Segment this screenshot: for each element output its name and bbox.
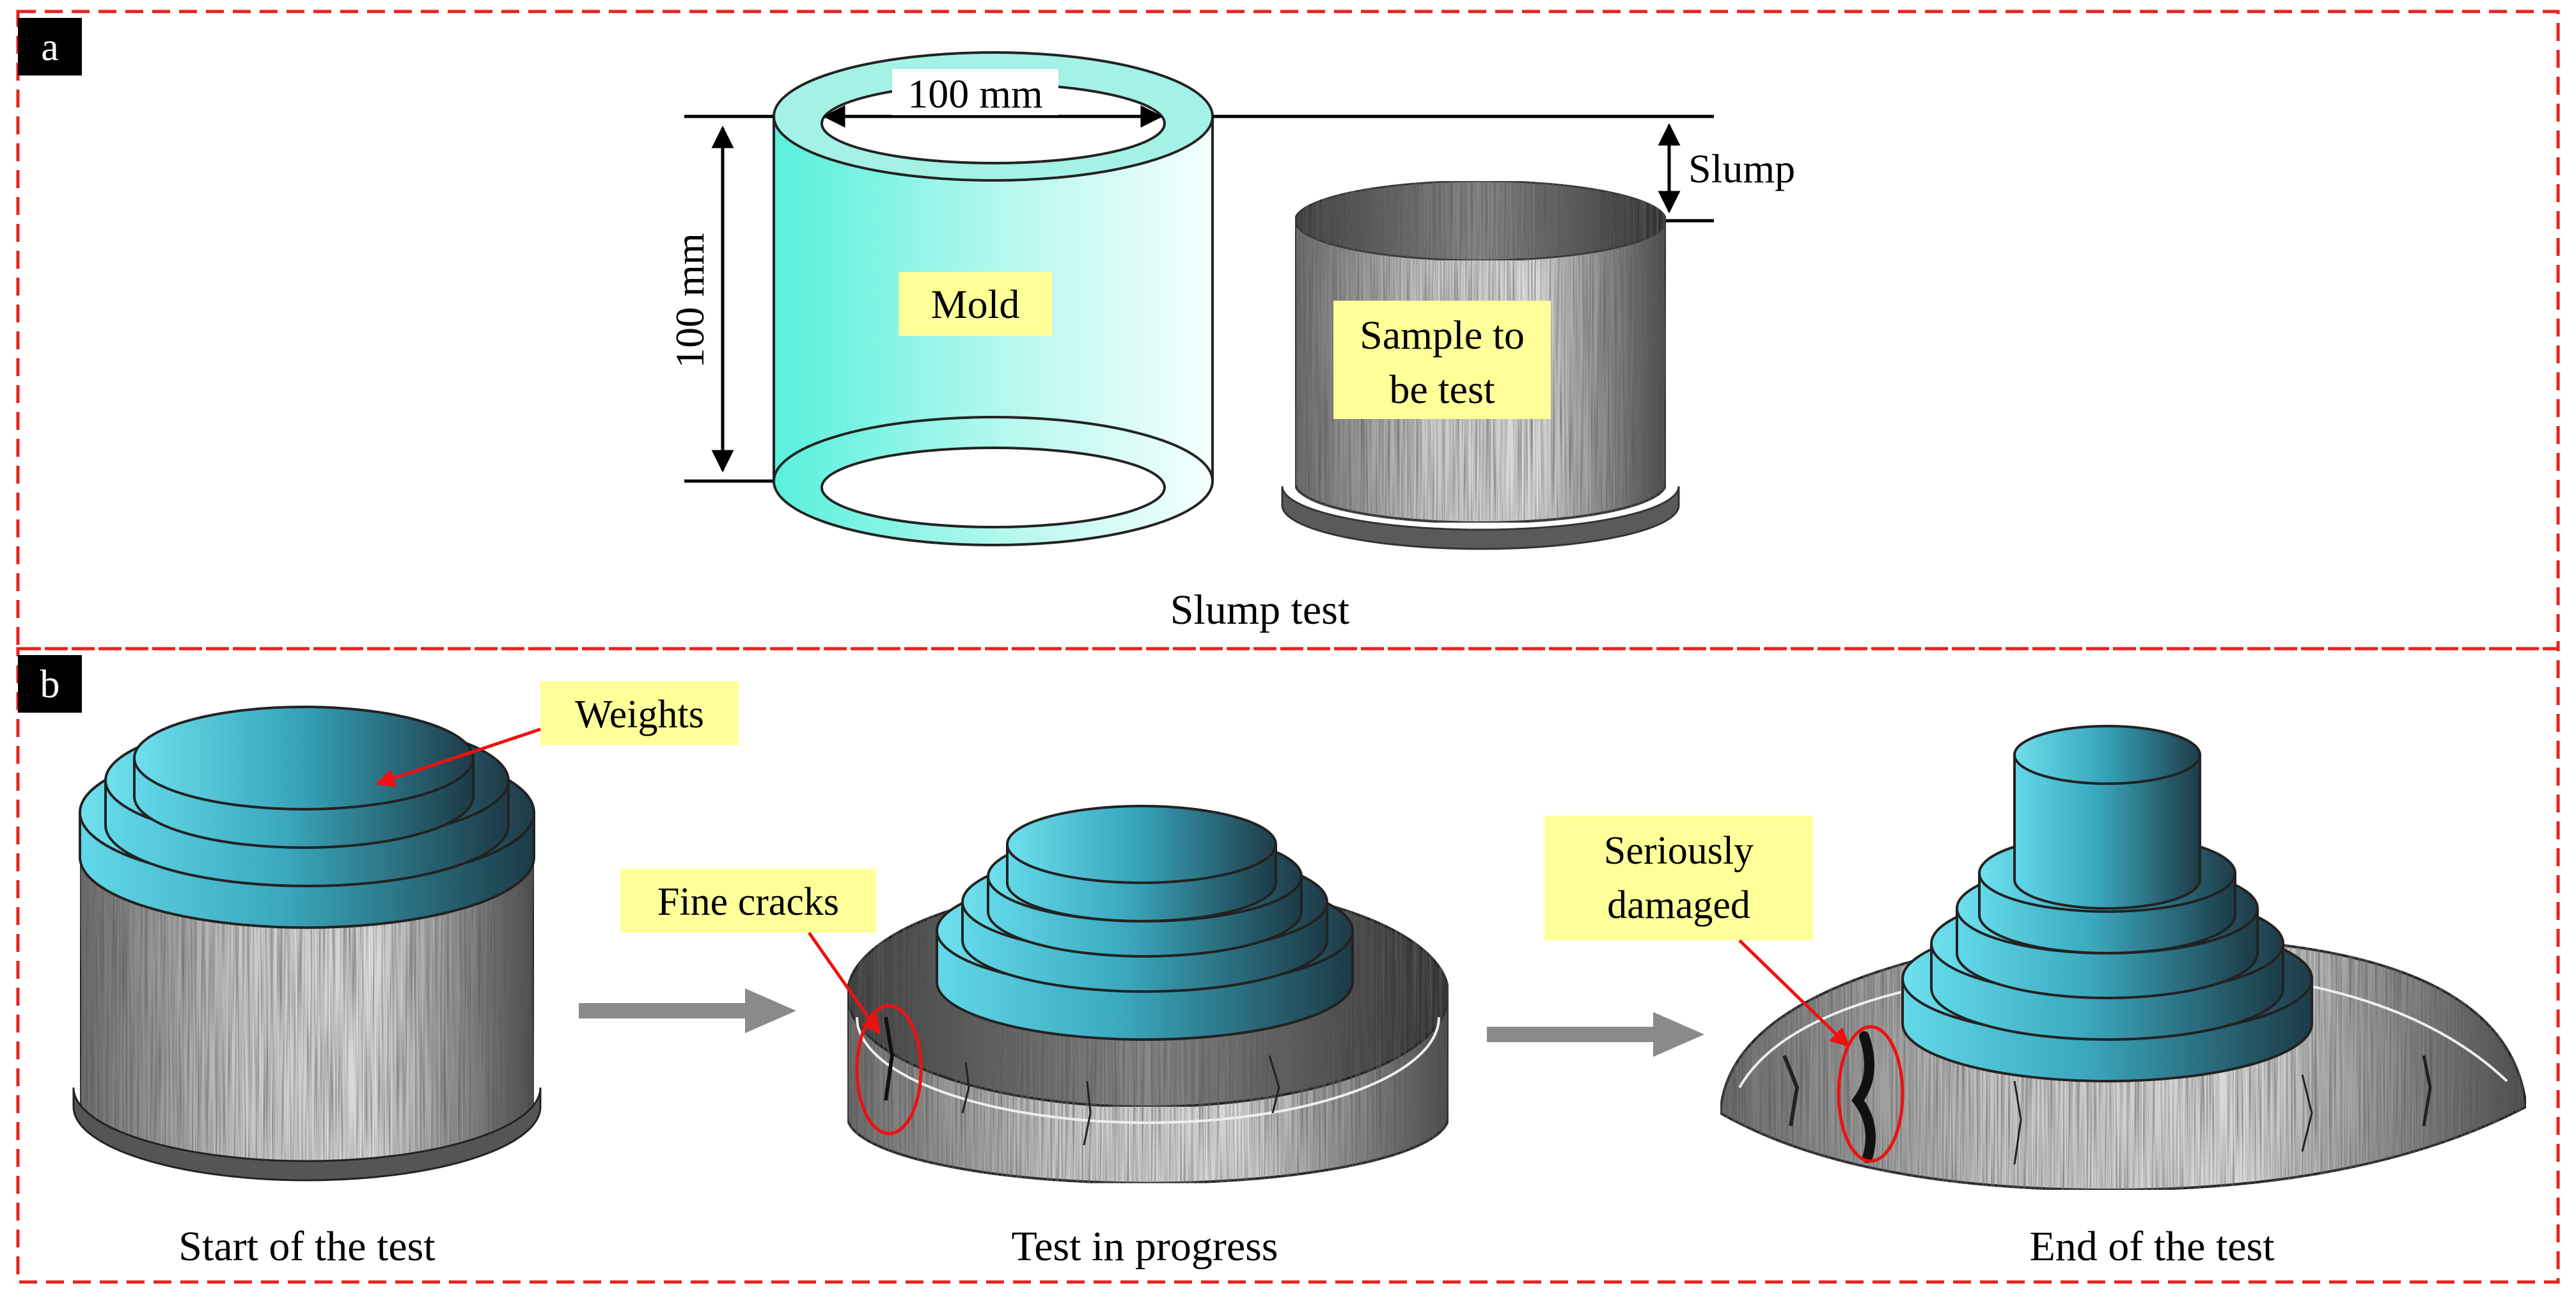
slump-label: Slump [1688, 146, 1795, 191]
weights-label-bg [540, 681, 739, 745]
caption-end: End of the test [2029, 1223, 2274, 1270]
panel-a-badge-box [18, 18, 82, 75]
damaged-pointer [1738, 939, 1850, 1048]
panel-a: a 100 mm 100 mm Mold Slump [16, 10, 2560, 651]
specimen-progress [846, 805, 1450, 1185]
diameter-label-bg [892, 69, 1058, 115]
damaged-highlight [1837, 1025, 1905, 1163]
panel-a-badge: a [41, 26, 59, 69]
damaged-label-line1: Seriously [1604, 829, 1754, 873]
panel-a-frame [16, 10, 2560, 651]
panel-b: b Weights [16, 647, 2560, 1284]
weights-label: Weights [575, 693, 704, 736]
sample-label-line2: be test [1389, 367, 1495, 412]
panel-b-frame [16, 647, 2560, 1284]
specimen-start [72, 706, 542, 1182]
panel-a-caption: Slump test [1170, 587, 1350, 633]
progress-arrow-1 [579, 988, 796, 1033]
panel-b-badge: b [40, 663, 60, 706]
sample-label-bg [1333, 301, 1551, 419]
caption-progress: Test in progress [1012, 1223, 1278, 1270]
panel-b-badge-box [18, 655, 82, 713]
fine-cracks-label-bg [620, 869, 876, 933]
fine-cracks-label: Fine cracks [657, 880, 839, 924]
specimen-end [1718, 725, 2528, 1192]
fine-cracks-pointer [807, 931, 881, 1035]
progress-arrow-2 [1487, 1012, 1704, 1057]
caption-start: Start of the test [178, 1223, 435, 1270]
mold-label-bg [899, 272, 1052, 336]
weights-pointer [375, 727, 541, 788]
mold-diameter-label: 100 mm [907, 71, 1043, 116]
fine-cracks-highlight [855, 1004, 923, 1136]
damaged-label-line2: damaged [1607, 883, 1750, 927]
mold-height-label: 100 mm [667, 233, 712, 368]
damaged-label-bg [1544, 816, 1813, 940]
mold-label: Mold [931, 281, 1020, 327]
sample-label-line1: Sample to [1360, 312, 1525, 358]
